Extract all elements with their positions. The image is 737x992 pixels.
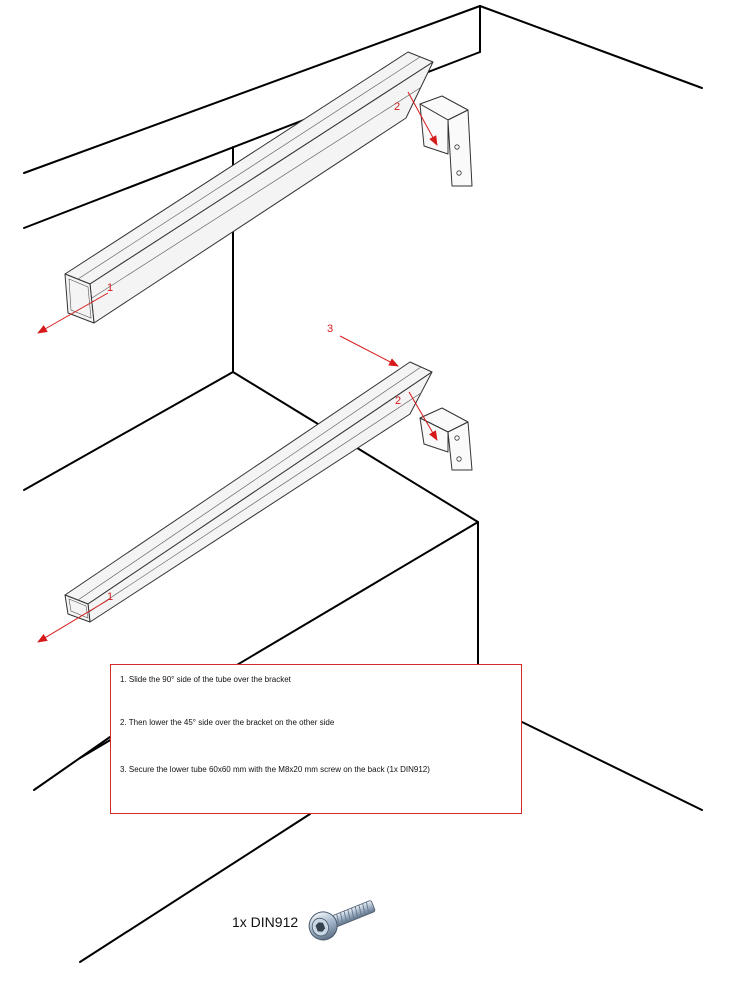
arrow-lower-lower — [408, 391, 438, 441]
instruction-step-2: 2. Then lower the 45° side over the brac… — [120, 718, 335, 727]
instructions-box: 1. Slide the 90° side of the tube over t… — [110, 664, 522, 814]
lower-tube — [64, 361, 433, 623]
upper-tube — [64, 51, 434, 324]
arrow-upper-slide — [37, 292, 109, 334]
callout-secure: 3 — [327, 323, 333, 335]
part-label: 1x DIN912 — [232, 914, 299, 930]
callout-lower-end: 1 — [107, 591, 113, 603]
arrow-lower-slide — [37, 599, 109, 643]
instruction-step-3: 3. Secure the lower tube 60x60 mm with t… — [120, 765, 430, 774]
cabinet-outline — [23, 5, 703, 963]
assembly-arrows — [37, 91, 438, 643]
callout-upper-end: 1 — [107, 282, 113, 294]
arrow-secure — [339, 335, 399, 367]
socket-head-screw-icon — [308, 900, 376, 941]
upper-bracket — [419, 95, 473, 187]
callout-upper-miter: 2 — [394, 101, 400, 113]
instruction-step-1: 1. Slide the 90° side of the tube over t… — [120, 675, 291, 684]
arrow-upper-lower — [407, 91, 438, 146]
lower-bracket — [419, 407, 473, 471]
callout-lower-miter: 2 — [395, 395, 401, 407]
